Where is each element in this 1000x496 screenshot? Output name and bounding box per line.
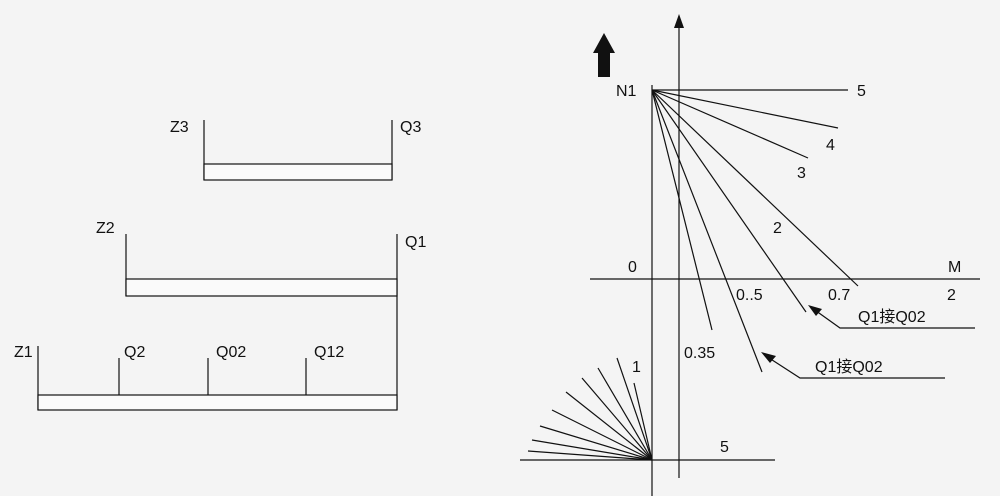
scale-1-mark-q12-label: Q12 xyxy=(314,344,344,361)
scale-1-mark-q2-label: Q2 xyxy=(124,344,145,361)
lower-label-5: 5 xyxy=(720,439,729,456)
annotation-upper-arrowhead xyxy=(808,305,822,316)
scale-3-left-label: Z3 xyxy=(170,119,189,136)
scale-1-bar xyxy=(37,394,398,411)
fan-label-0-7: 0.7 xyxy=(828,287,850,304)
origin-label: 0 xyxy=(628,259,637,276)
lower-fan-line-7 xyxy=(539,425,653,461)
scale-3-bar xyxy=(203,163,393,181)
fan-label-0-35: 0.35 xyxy=(684,345,715,362)
x-axis-label: M xyxy=(948,259,961,276)
lower-fan-line-1 xyxy=(633,382,653,461)
scale-3: Z3 Q3 xyxy=(170,119,421,181)
fan-label-4: 4 xyxy=(826,137,835,154)
annotation-upper-leader xyxy=(811,307,975,329)
annotation-upper-label: Q1接Q02 xyxy=(858,308,926,326)
lower-fan-line-5 xyxy=(565,391,653,461)
fan-label-3: 3 xyxy=(797,165,806,182)
scale-2-left-label: Z2 xyxy=(96,220,115,237)
annotation-q1-q02-upper: Q1接Q02 xyxy=(808,305,975,329)
scale-2: Z2 Q1 xyxy=(96,220,426,410)
fan-label-0-5: 0..5 xyxy=(736,287,763,304)
upper-fan-lines xyxy=(651,89,859,373)
scale-1-left-label: Z1 xyxy=(14,344,33,361)
vertical-axis xyxy=(674,14,684,478)
annotation-lower-arrowhead xyxy=(761,352,776,363)
left-scales-panel: Z3 Q3 Z2 Q1 Z1 Q2 Q02 Q12 xyxy=(14,119,426,411)
fan-line-4 xyxy=(651,89,839,129)
fan-line-0-35 xyxy=(651,89,713,331)
upper-fan-labels: 5 4 3 2 0.7 0..5 0.35 xyxy=(684,83,866,362)
fan-line-3 xyxy=(651,89,809,159)
lower-fan-line-6 xyxy=(551,409,653,461)
axis-tick-label-2: 2 xyxy=(947,287,956,304)
fan-label-2: 2 xyxy=(773,220,782,237)
lower-fan-line-3 xyxy=(597,367,653,461)
vertical-axis-arrowhead xyxy=(674,14,684,28)
fan-line-q1-q02 xyxy=(651,89,763,373)
n1-label: N1 xyxy=(616,83,637,100)
horizontal-axis: 0 M 2 xyxy=(590,259,980,304)
annotation-lower-label: Q1接Q02 xyxy=(815,358,883,376)
scale-2-right-label: Q1 xyxy=(405,234,426,251)
scale-2-bar xyxy=(125,278,398,297)
lower-label-1: 1 xyxy=(632,359,641,376)
lower-fan-line-9 xyxy=(527,450,653,461)
lower-fan-line-4 xyxy=(581,377,653,461)
right-characteristic-panel: 0 M 2 N1 5 4 3 2 0.7 0..5 0.35 xyxy=(520,14,980,496)
annotation-q1-q02-lower: Q1接Q02 xyxy=(761,352,945,379)
annotation-lower-leader xyxy=(765,355,945,379)
lower-fan-line-2 xyxy=(616,357,653,461)
scale-1: Z1 Q2 Q02 Q12 xyxy=(14,344,398,411)
lower-fan-lines: 1 5 xyxy=(520,357,775,461)
scale-3-right-label: Q3 xyxy=(400,119,421,136)
up-arrow-icon xyxy=(593,33,615,77)
fan-label-5: 5 xyxy=(857,83,866,100)
fan-line-0-7 xyxy=(651,89,859,287)
fan-line-0-5 xyxy=(651,89,807,313)
lower-fan-line-8 xyxy=(531,439,653,461)
scale-1-mark-q02-label: Q02 xyxy=(216,344,246,361)
